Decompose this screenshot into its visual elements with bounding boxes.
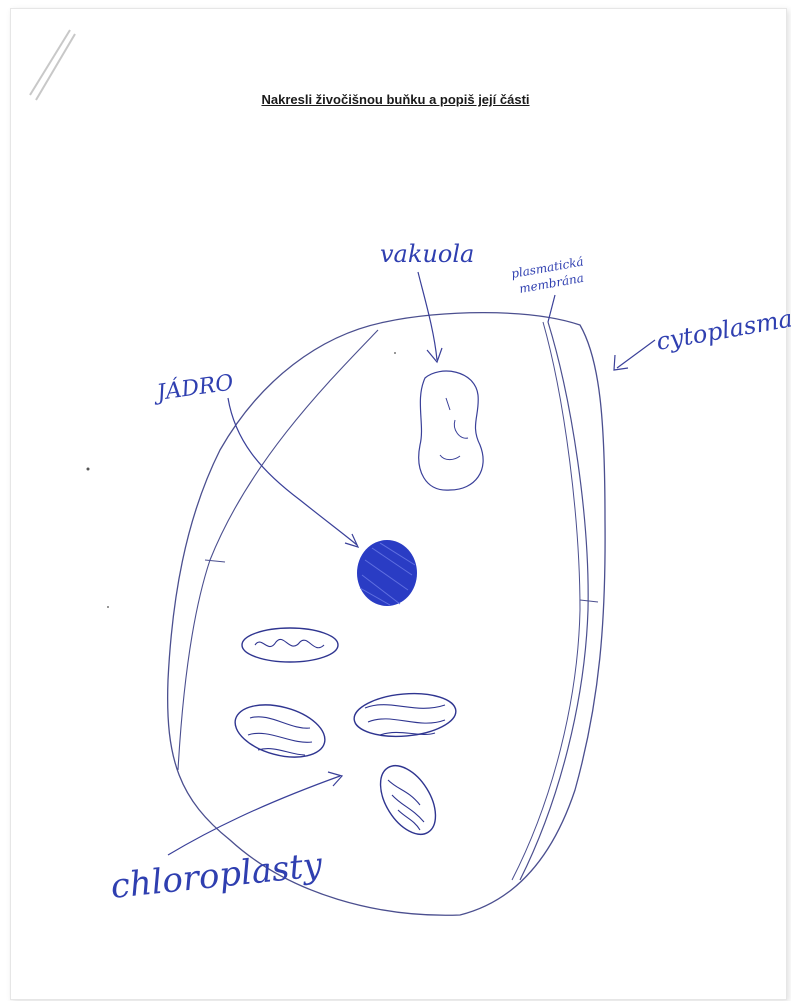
cytoplasma-arrowhead [614, 355, 628, 370]
membrane-inner-right-2 [512, 322, 580, 880]
membrane-tick [205, 560, 225, 562]
chloroplast-2 [229, 696, 330, 766]
label-cytoplasma: cytoplasma [654, 304, 791, 356]
nucleus-organelle [357, 540, 417, 606]
paper-dot [107, 606, 109, 608]
paper-dot [87, 468, 90, 471]
vacuole-organelle [419, 371, 483, 490]
label-vakuola: vakuola [380, 240, 474, 268]
vakuola-arrowhead [427, 348, 442, 362]
jadro-arrow [228, 398, 357, 545]
label-chloroplasty: chloroplasty [109, 845, 325, 907]
membrane-inner-right [520, 322, 588, 880]
label-jadro: JÁDRO [151, 368, 235, 406]
vacuole-detail [440, 398, 468, 460]
corner-marks [30, 30, 75, 100]
chloroplasty-arrow [168, 776, 340, 855]
cytoplasma-arrow [617, 340, 655, 368]
chloroplast-4 [369, 756, 447, 844]
paper-dot [394, 352, 396, 354]
membrane-tick [580, 600, 598, 602]
chloroplast-3 [352, 690, 457, 741]
cell-outline [168, 313, 605, 916]
chloroplast-1 [242, 628, 338, 662]
